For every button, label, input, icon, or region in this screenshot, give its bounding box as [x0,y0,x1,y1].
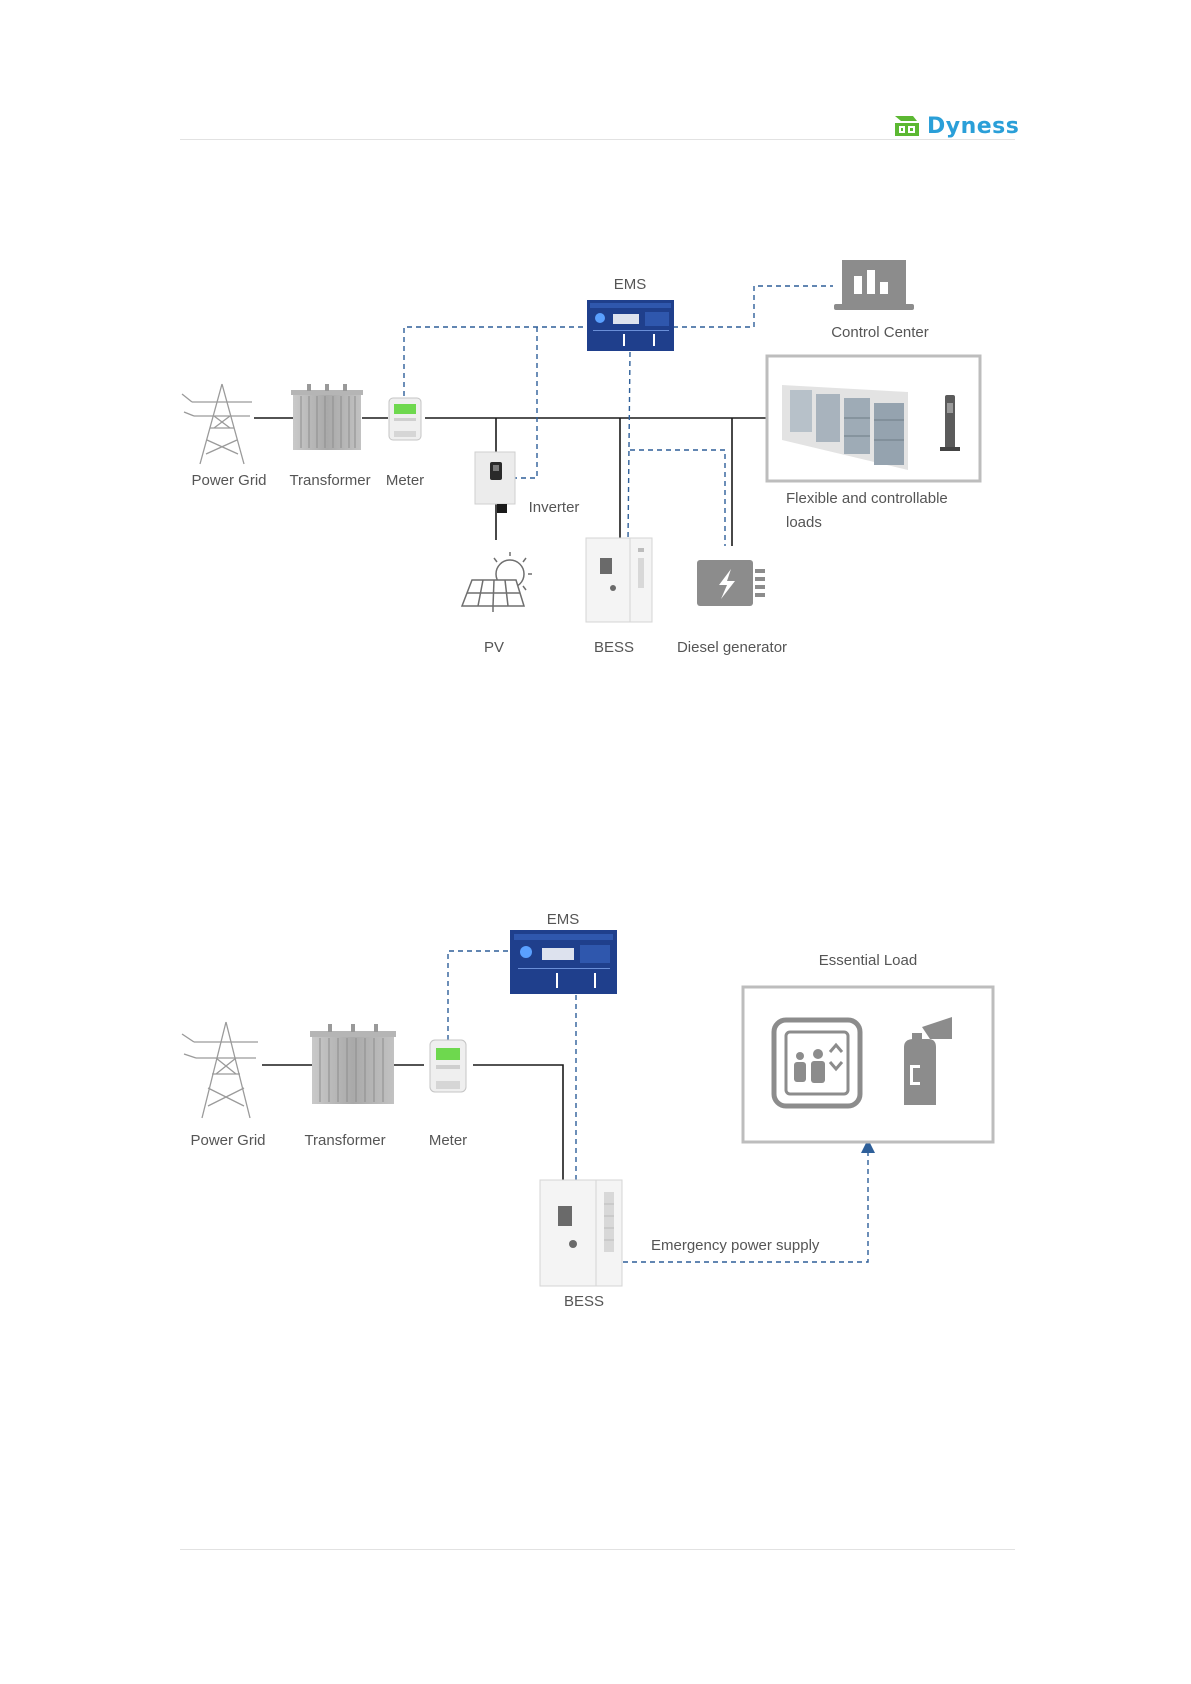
elevator-icon [774,1020,860,1106]
solar-panel-icon [462,552,532,612]
emergency-supply-label: Emergency power supply [651,1237,820,1254]
meter-label-1: Meter [386,472,424,489]
power-lines-2 [262,1065,563,1180]
essential-load-label: Essential Load [819,952,917,969]
power-grid-label-2: Power Grid [190,1132,265,1149]
pv-label: PV [484,639,504,656]
transformer-icon [310,1024,396,1104]
ems-label-1: EMS [614,276,647,293]
transformer-icon [291,384,363,450]
control-center-label: Control Center [831,324,929,341]
transformer-label-2: Transformer [304,1132,385,1149]
meter-icon [389,398,421,440]
bess-label-1: BESS [594,639,634,656]
meter-icon [430,1040,466,1092]
control-center-icon [834,260,914,310]
ems-label-2: EMS [547,911,580,928]
flexible-loads-label-line1: Flexible and controllable [786,490,948,507]
diesel-generator-icon [697,560,765,606]
transformer-label-1: Transformer [289,472,370,489]
ems-screen-icon [510,930,617,994]
bess-label-2: BESS [564,1293,604,1310]
diagram-2: EMS Essential Load [182,911,993,1310]
diagram-1: EMS Control Center [182,260,980,656]
inverter-label: Inverter [529,499,580,516]
ems-screen-icon [587,300,674,351]
flexible-loads-box [767,356,980,481]
flexible-loads-label-line2: loads [786,514,822,531]
transmission-tower-icon [182,1022,258,1118]
transmission-tower-icon [182,384,252,464]
diesel-generator-label: Diesel generator [677,639,787,656]
power-grid-label-1: Power Grid [191,472,266,489]
essential-load-box [743,987,993,1142]
inverter-icon [475,452,515,513]
bess-cabinet-icon [540,1180,622,1286]
bess-cabinet-icon [586,538,652,622]
meter-label-2: Meter [429,1132,467,1149]
